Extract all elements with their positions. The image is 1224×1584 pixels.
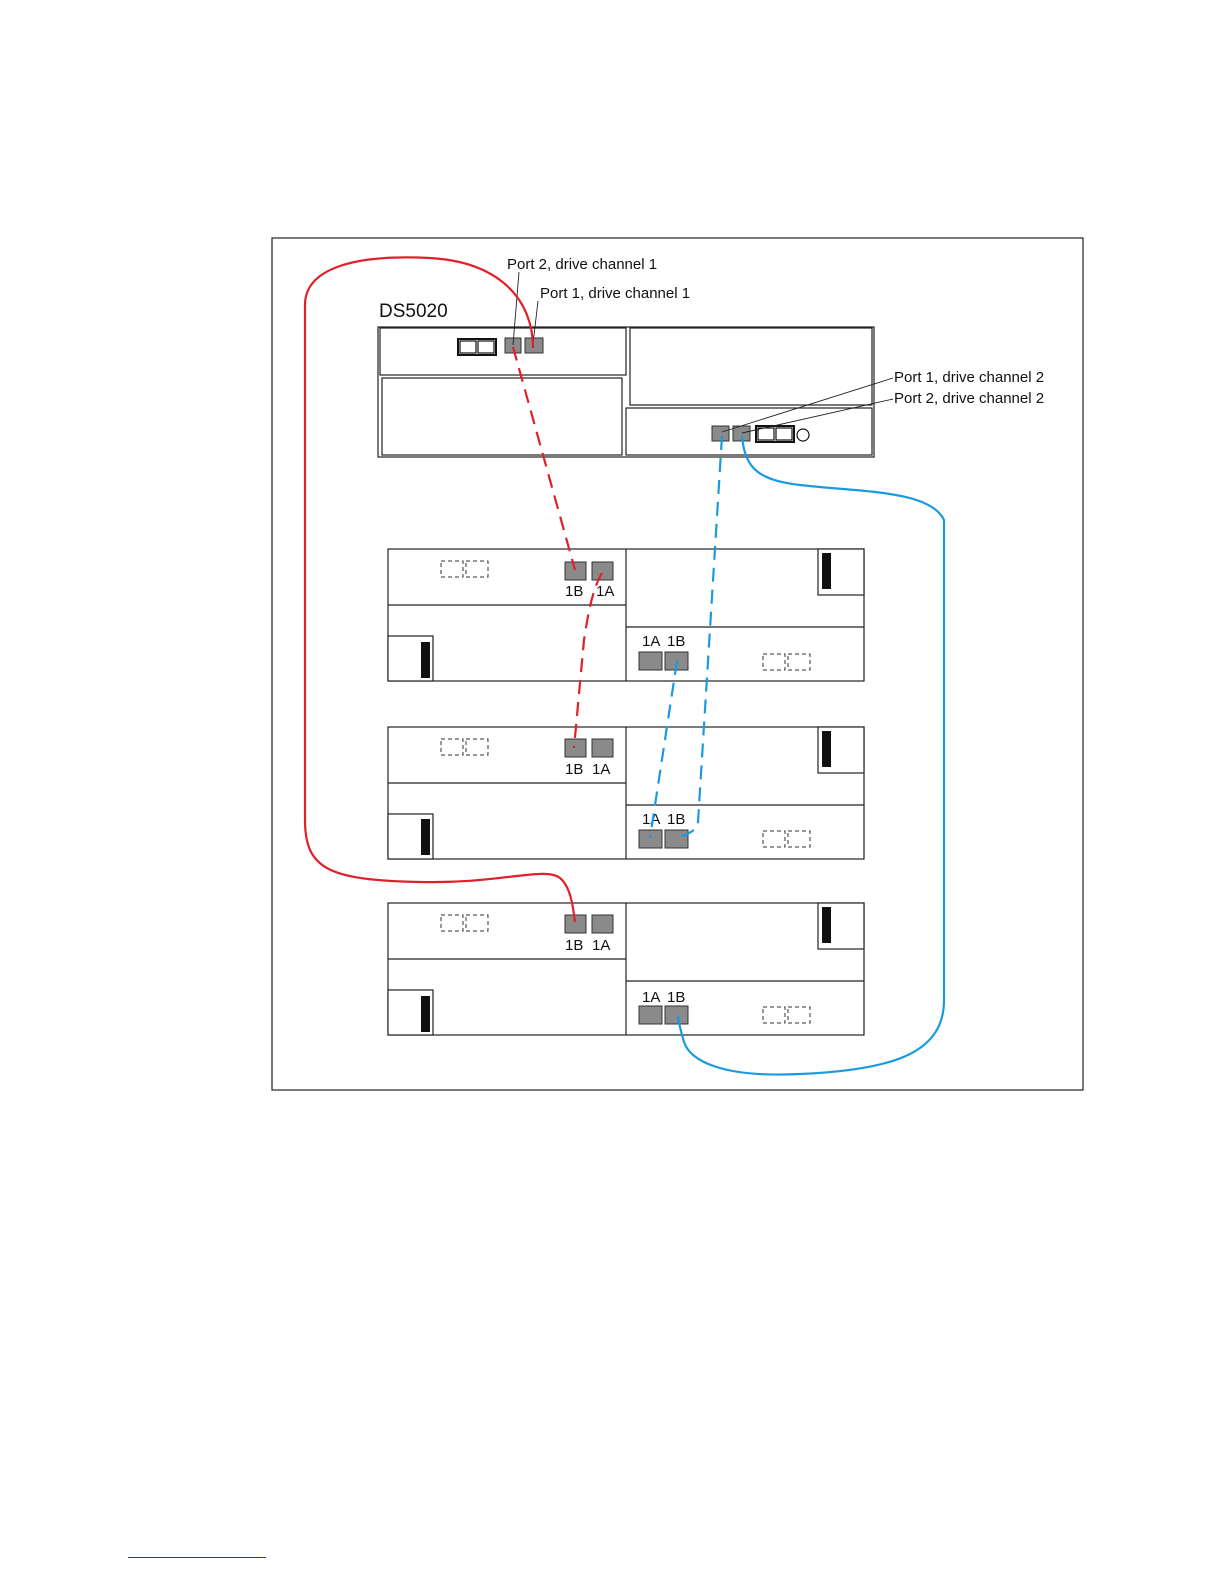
enc3-port-1a-left [592, 915, 613, 933]
svg-text:1A: 1A [642, 633, 660, 650]
callout-port1-dc2: Port 1, drive channel 2 [894, 369, 1044, 386]
expansion-enclosure-1: 1B 1A 1A 1B [388, 549, 864, 681]
enc1-port-1a-right [639, 652, 662, 670]
controller-title: DS5020 [379, 301, 448, 322]
callout-port1-dc1: Port 1, drive channel 1 [540, 285, 690, 302]
enc2-port-1b-right [665, 830, 688, 848]
svg-text:1A: 1A [596, 583, 614, 600]
svg-text:1B: 1B [565, 583, 583, 600]
enc1-port-1a-left [592, 562, 613, 580]
enc1-port-1b-left [565, 562, 586, 580]
enc2-port-1b-left [565, 739, 586, 757]
ds5020-controller: DS5020 [378, 301, 874, 457]
expansion-enclosure-2: 1B 1A 1A 1B [388, 727, 864, 859]
svg-text:1A: 1A [642, 989, 660, 1006]
svg-text:1B: 1B [565, 937, 583, 954]
enc2-port-1a-left [592, 739, 613, 757]
svg-text:1B: 1B [667, 989, 685, 1006]
svg-text:1A: 1A [592, 937, 610, 954]
enc3-port-1b-right [665, 1006, 688, 1024]
svg-text:1A: 1A [592, 761, 610, 778]
footnote-rule [128, 1557, 266, 1558]
callout-port2-dc1: Port 2, drive channel 1 [507, 256, 657, 273]
callout-port2-dc2: Port 2, drive channel 2 [894, 390, 1044, 407]
svg-text:1B: 1B [667, 811, 685, 828]
controller-port-1-dc2 [712, 426, 729, 441]
svg-text:1B: 1B [667, 633, 685, 650]
enc3-port-1a-right [639, 1006, 662, 1024]
expansion-enclosure-3: 1B 1A 1A 1B [388, 903, 864, 1035]
enc2-port-1a-right [639, 830, 662, 848]
svg-text:1B: 1B [565, 761, 583, 778]
